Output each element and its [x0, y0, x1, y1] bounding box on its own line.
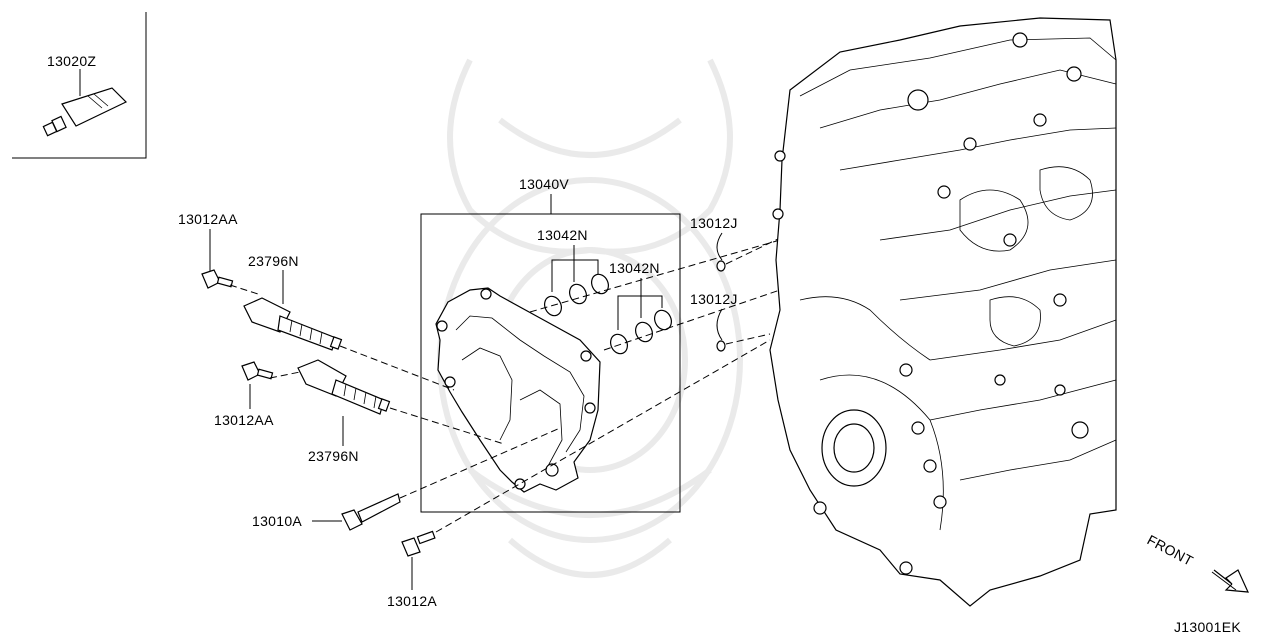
- label-cover-assembly: 13040V: [519, 176, 569, 192]
- seal-upper: 13012J: [690, 215, 738, 272]
- label-bolt-aa-upper: 13012AA: [178, 211, 238, 227]
- label-seal-upper: 13012J: [690, 215, 738, 231]
- valve-lower: 23796N: [297, 359, 391, 464]
- sealant-inset: 13020Z: [12, 12, 147, 159]
- long-bolt: 13010A: [252, 493, 401, 531]
- assembly-lines: [229, 237, 781, 533]
- label-seal-lower: 13012J: [690, 291, 738, 307]
- seal-lower: 13012J: [690, 291, 738, 352]
- engine-block: [769, 17, 1117, 607]
- cover-assembly-box: 13040V: [420, 176, 681, 513]
- label-oring-a: 13042N: [537, 227, 588, 243]
- label-sealant: 13020Z: [47, 53, 96, 69]
- bolt-aa-lower: 13012AA: [214, 361, 274, 428]
- valve-upper: 23796N: [243, 253, 343, 351]
- front-indicator: FRONT: [1145, 532, 1249, 593]
- label-long-bolt: 13010A: [252, 513, 302, 529]
- front-arrow-icon: [1211, 569, 1249, 593]
- oring-group-a: 13042N: [537, 227, 609, 317]
- label-valve-upper: 23796N: [248, 253, 299, 269]
- bolt-a: 13012A: [387, 530, 437, 609]
- label-valve-lower: 23796N: [308, 448, 359, 464]
- bolt-aa-upper: 13012AA: [178, 211, 238, 289]
- label-bolt-a: 13012A: [387, 593, 437, 609]
- oring-group-b: 13042N: [609, 260, 672, 355]
- label-bolt-aa-lower: 13012AA: [214, 412, 274, 428]
- timing-cover-part: [435, 287, 601, 493]
- sealant-tube-icon: [42, 87, 128, 137]
- diagram-code: J13001EK: [1174, 619, 1241, 635]
- front-label: FRONT: [1145, 532, 1197, 570]
- label-oring-b: 13042N: [609, 260, 660, 276]
